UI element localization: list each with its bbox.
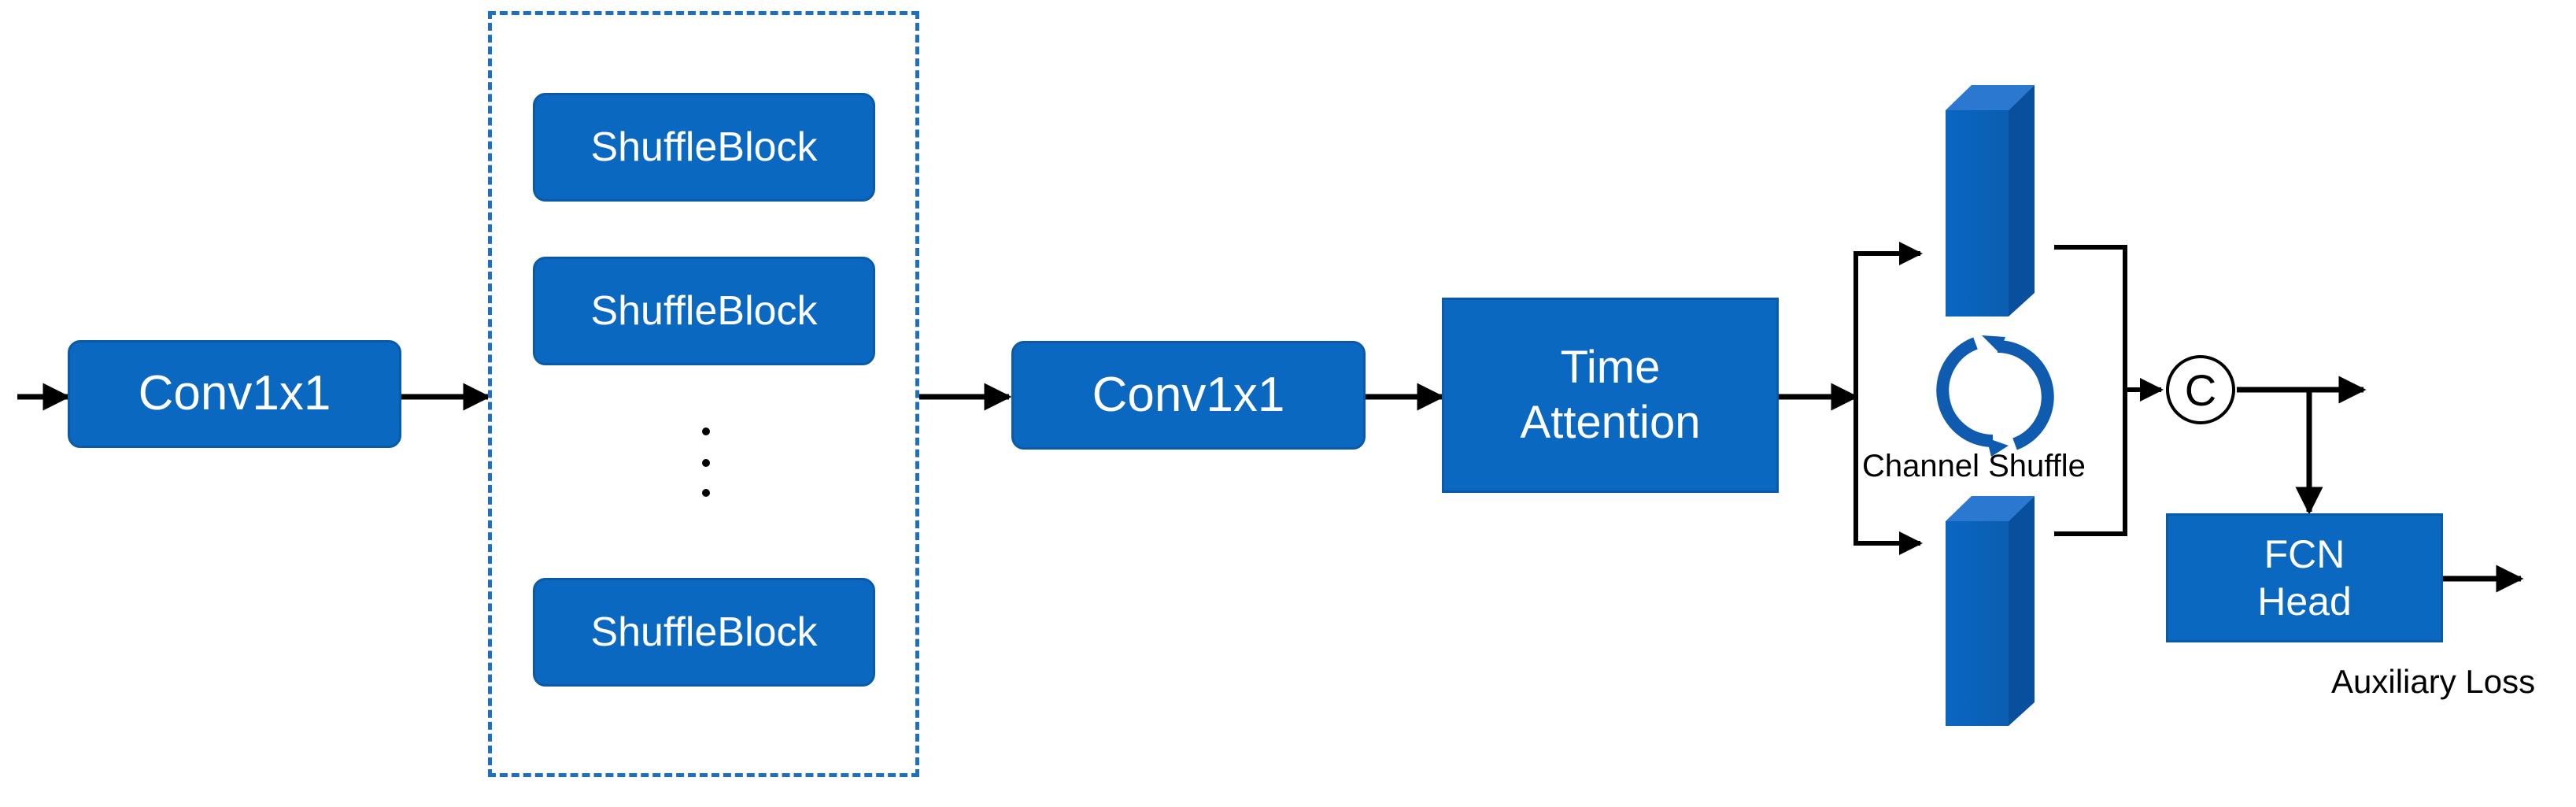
branch-down [1853,397,1923,555]
concat-symbol: C [2184,365,2217,415]
fcn-head-block: FCN Head [2166,513,2443,642]
conv1x1-second-block: Conv1x1 [1011,341,1366,450]
branch-up [1853,242,1923,397]
channel-shuffle-label: Channel Shuffle [1862,449,2086,483]
shuffle-block-3: ShuffleBlock [533,578,875,687]
shuffle-block-label: ShuffleBlock [590,609,818,655]
ellipsis-dot [702,459,710,467]
fcn-head-line-2: Head [2257,579,2352,624]
ellipsis-dot [702,489,710,497]
ellipsis-dot [702,428,710,435]
time-attention-line-1: Time [1560,342,1661,394]
shuffle-block-label: ShuffleBlock [590,287,818,334]
conv1x1-first-label: Conv1x1 [138,366,331,421]
merge-top [2054,245,2164,402]
concat-node: C [2166,355,2235,424]
shuffle-block-2: ShuffleBlock [533,257,875,365]
conv1x1-second-label: Conv1x1 [1092,367,1285,422]
time-attention-block: Time Attention [1442,298,1779,493]
shuffle-block-group [488,11,919,777]
shuffle-block-1: ShuffleBlock [533,93,875,202]
auxiliary-loss-label: Auxiliary Loss [2331,663,2536,700]
merge-bottom [2054,390,2127,536]
time-attention-line-2: Attention [1520,397,1701,448]
feature-map-top [1946,85,2035,317]
fcn-head-line-1: FCN [2264,532,2345,576]
conv1x1-first-block: Conv1x1 [68,340,401,448]
shuffle-block-label: ShuffleBlock [590,124,818,170]
feature-map-bottom [1946,496,2035,726]
channel-shuffle-icon [1936,335,2054,457]
